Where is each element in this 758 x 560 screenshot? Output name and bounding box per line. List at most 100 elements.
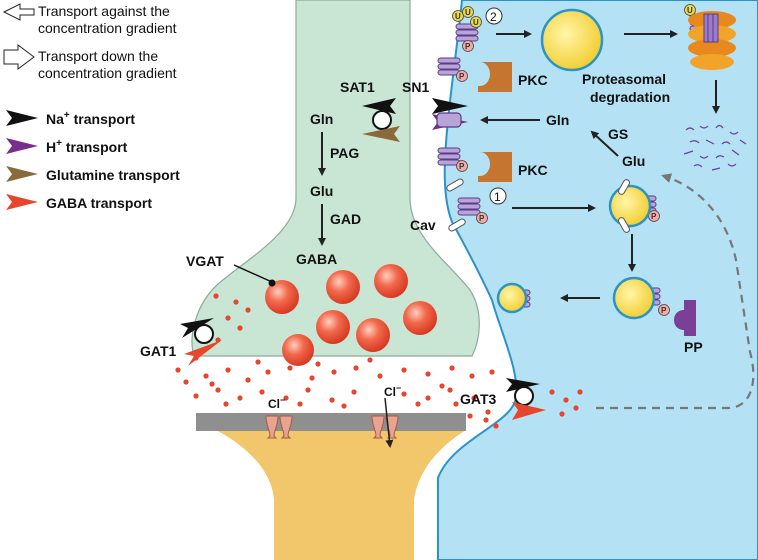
astro-glu-label: Glu (622, 153, 645, 169)
ubiquitin-tag-label: U (465, 8, 471, 17)
legend-na-arrow-icon (6, 110, 38, 126)
step-1-label: 1 (494, 190, 501, 204)
cl-channel-left (265, 415, 293, 439)
gaba-molecule (425, 371, 431, 377)
gaba-molecule (401, 391, 407, 397)
phosphate-tag-icon (658, 304, 670, 316)
legend-down-line1: Transport down the (38, 48, 158, 64)
gaba-molecule (485, 409, 491, 415)
ubiquitin-tag-label: U (473, 18, 479, 27)
gaba-molecule (467, 413, 473, 419)
gaba-molecule (341, 403, 347, 409)
gaba-molecule (493, 423, 499, 429)
phosphate-tag-label: P (651, 212, 657, 221)
membrane-fusing-vesicle (496, 282, 528, 314)
gs-arrow (590, 130, 619, 157)
cl-left-minus: − (280, 395, 285, 405)
gaba-molecule (305, 387, 311, 393)
sat1-carrier-icon (372, 110, 392, 130)
gaba-molecule (233, 299, 239, 305)
legend-h-prefix: H (46, 139, 56, 155)
ubiquitin-tag-icon (470, 16, 482, 28)
cl-left-label: Cl (268, 397, 280, 411)
gat3-carrier-icon (514, 386, 534, 406)
gaba-molecule (223, 401, 229, 407)
gaba-molecule (265, 369, 271, 375)
gaba-label: GABA (296, 251, 337, 267)
phosphate-tag-icon (462, 40, 474, 52)
gaba-molecule (469, 373, 475, 379)
vesicle (316, 310, 350, 344)
sn1-label: SN1 (402, 79, 429, 95)
caveolin-icon (618, 217, 630, 233)
gs-label: GS (608, 126, 628, 142)
peptide-fragments-icon (683, 124, 747, 171)
legend-glutamine-arrow-icon (6, 166, 38, 182)
svg-text:H+ transport: H+ transport (46, 138, 128, 155)
transporter-protein-icon: P (437, 57, 468, 82)
proteasomal-line1: Proteasomal (582, 71, 666, 87)
gaba-molecule (401, 367, 407, 373)
gaba-molecule (209, 381, 215, 387)
vesicle (282, 334, 314, 366)
gat3-transporter (506, 378, 546, 420)
gaba-molecule (255, 359, 261, 365)
legend-against-line1: Transport against the (38, 3, 170, 19)
legend-gaba-arrow-icon (6, 194, 38, 210)
sat1-na-arrow-icon (362, 98, 396, 114)
gat1-carrier-icon (194, 324, 214, 344)
gat3-gaba-arrow-icon (512, 402, 546, 420)
legend-na-suffix: transport (70, 111, 136, 127)
gaba-molecule (259, 389, 265, 395)
proteasome-icon (688, 11, 736, 70)
proteasomal-line2: degradation (590, 89, 670, 105)
cl-right-minus: − (396, 383, 401, 393)
gaba-molecule (331, 369, 337, 375)
gaba-molecule (329, 397, 335, 403)
legend-h-arrow-icon (6, 138, 38, 154)
legend-down-arrow-icon (3, 44, 35, 70)
phosphate-tag-label: P (459, 162, 465, 171)
transporter-protein-icon: P (457, 197, 488, 224)
pkc-top-icon (478, 62, 512, 92)
ubiquitin-tag-icon (462, 6, 474, 18)
sat1-transporter (362, 98, 400, 142)
gaba-molecule (193, 393, 199, 399)
vgat-pointer (233, 264, 273, 283)
gaba-molecule (489, 369, 495, 375)
sn1-na-arrow-icon (432, 98, 468, 114)
pp-phosphatase-icon (672, 300, 696, 336)
svg-text:Cl−: Cl− (384, 383, 401, 399)
gaba-molecule (225, 315, 231, 321)
gaba-molecule (237, 395, 243, 401)
vesicle (374, 264, 408, 298)
synaptic-vesicles (265, 264, 437, 366)
gad-label: GAD (330, 211, 361, 227)
gaba-molecule (283, 395, 289, 401)
legend-na-prefix: Na (46, 111, 64, 127)
gaba-molecule (351, 389, 357, 395)
step-2-label: 2 (490, 10, 497, 24)
ubiquitin-tag-icon (452, 10, 464, 22)
gaba-molecule (309, 375, 315, 381)
gaba-molecule (425, 395, 431, 401)
cl-influx-arrow (384, 397, 394, 448)
gaba-molecule (573, 405, 579, 411)
ubiquitin-tag-label: U (455, 12, 461, 21)
phosphate-tag-label: P (465, 42, 471, 51)
gaba-molecule (577, 389, 583, 395)
gaba-molecule (297, 401, 303, 407)
pre-glu-label: Glu (310, 183, 333, 199)
gaba-molecule (193, 355, 199, 361)
step-1-badge (489, 187, 507, 205)
transporter-protein-icon: P (437, 147, 468, 172)
vesicle (356, 318, 390, 352)
sn1-protein-icon (436, 112, 462, 128)
gaba-molecule (215, 337, 221, 343)
gaba-molecule (225, 367, 231, 373)
gat1-transporter (180, 318, 222, 366)
vgat-pointer-dot (268, 279, 276, 287)
gat1-gaba-arrow-icon (184, 340, 222, 366)
gaba-molecule (215, 387, 221, 393)
